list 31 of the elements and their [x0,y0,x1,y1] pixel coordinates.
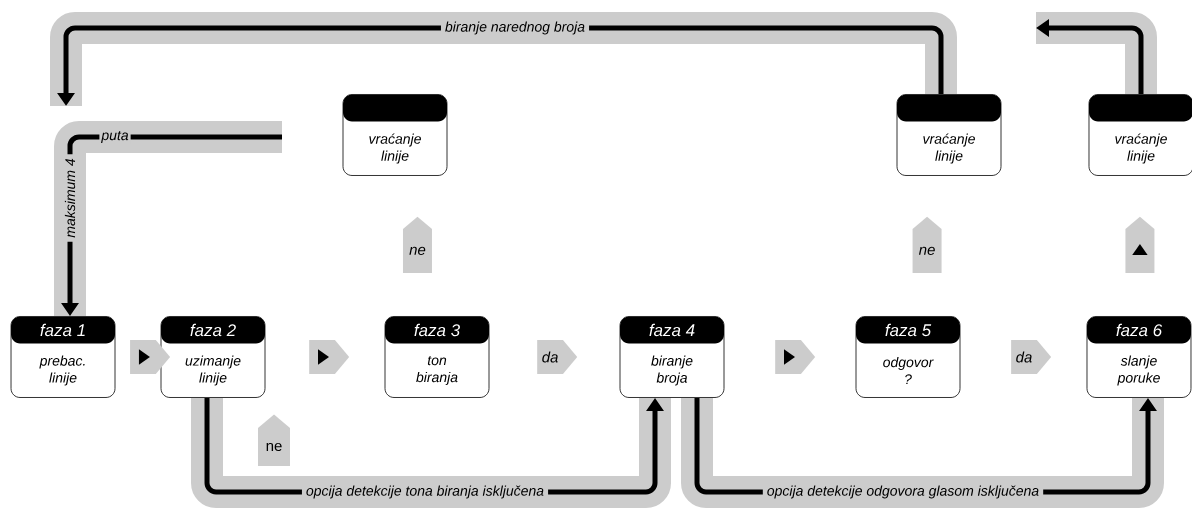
edge-label: opcija detekcije tona biranja isključena [301,483,549,501]
edge-label: ne [409,246,426,255]
process-box: faza 6 slanje poruke [1086,316,1192,398]
arrow [54,121,282,317]
arrow [681,397,1164,508]
edge-label: da [542,351,558,363]
band-label: puta [99,129,131,145]
arrow [191,397,671,508]
chevron-arrow [309,340,350,374]
chevron-label: ne [258,414,290,466]
process-box: faza 1 prebac. linije [10,316,116,398]
chevron-arrow [775,340,816,374]
chevron-arrow [537,340,578,374]
process-box: vraćanje linije [342,94,448,176]
chevron-arrow [130,340,171,374]
chevron-arrow [912,216,942,273]
edge-label: opcija detekcije odgovora glasom isključena [762,483,1044,501]
edge-label: da [1016,351,1032,363]
process-box: faza 3 ton biranja [384,316,490,398]
process-box: vraćanje linije [896,94,1002,176]
process-box: faza 4 biranje broja [619,316,725,398]
chevron-arrow [1011,340,1052,374]
process-box: faza 5 odgovor ? [855,316,961,398]
edge-label: biranje narednog broja [440,19,590,37]
arrow [1036,12,1157,95]
edge-label: ne [919,246,935,255]
chevron-arrow [1125,216,1155,273]
process-box: vraćanje linije [1088,94,1192,176]
chevron-arrow [403,216,432,273]
process-box: faza 2 uzimanje linije [160,316,266,398]
arrow [50,12,957,106]
